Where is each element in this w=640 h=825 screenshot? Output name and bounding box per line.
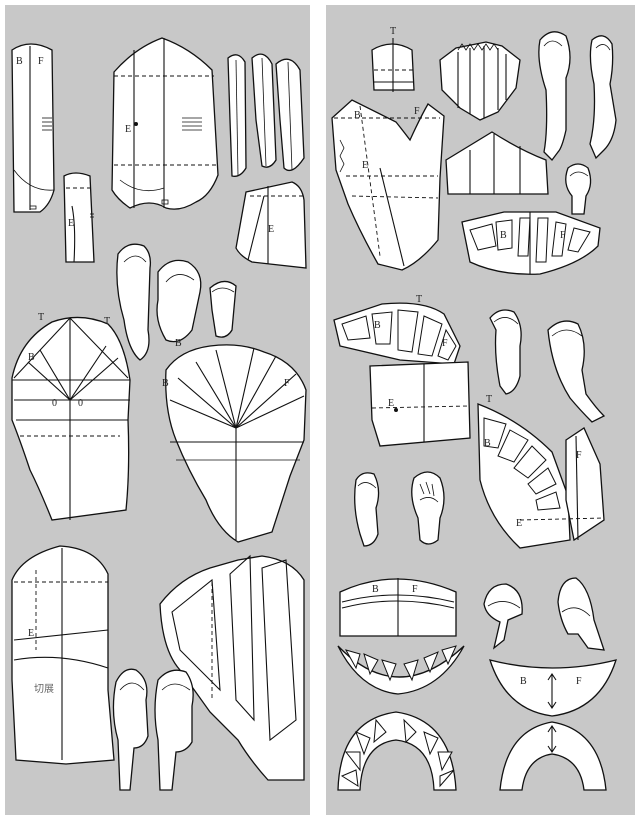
right-rect-mid-piece: E [369, 361, 471, 447]
left-sleeve-slash-piece: T T B 0 0 [11, 312, 131, 521]
right-arc-label-f: F [412, 584, 418, 595]
spread-sleeve-label-f: F [284, 378, 290, 389]
right-trapezoid-piece [445, 131, 549, 195]
sleeve-slash-label-o1: 0 [52, 398, 57, 409]
right-fan-label-b: B [484, 438, 491, 449]
right-top-sleeve-label-t: T [390, 26, 396, 37]
sleeve-slash-label-t1: T [38, 312, 44, 323]
right-small-sleeves-pair [354, 471, 445, 547]
left-right-bodice-piece: E [235, 181, 307, 269]
right-top-sleeve-cap: T [371, 26, 415, 92]
left-bottom-puff-sleeves [112, 668, 194, 791]
left-right-bodice-label-e: E [268, 224, 274, 235]
right-small-sleeve-bud [565, 163, 592, 215]
right-fan-right-piece: T B F E [477, 394, 605, 549]
bottom-left-label-e: E [28, 628, 34, 639]
left-front-bodice-piece: E [111, 37, 219, 210]
right-mid-sleeves [489, 309, 606, 423]
left-spread-sleeve-piece: B F [162, 344, 307, 543]
right-arc-label-b: B [372, 584, 379, 595]
left-narrow-bodice-piece: B F [11, 43, 55, 213]
right-bottom-sleeves [483, 577, 605, 651]
left-bottom-right-pieces [159, 554, 305, 781]
right-big-fan-piece: B F [461, 211, 601, 275]
right-wedge-label-b: B [374, 320, 381, 331]
right-bodice-label-e: E [362, 160, 368, 171]
right-spiked-arc-piece [337, 645, 465, 695]
left-narrow-label-f: F [38, 56, 44, 67]
right-arch-wedges-piece [337, 711, 457, 791]
left-front-bodice-label-e: E [125, 124, 131, 135]
left-narrow-label-b: B [16, 56, 23, 67]
right-tall-sleeves-top [538, 31, 617, 161]
left-thin-sleeve-pieces [227, 53, 305, 177]
right-fan-label-e: E [516, 518, 522, 529]
right-big-fan-label-f: F [560, 230, 566, 241]
left-strip-label-e: E [68, 218, 74, 229]
right-bottom-arch-piece [499, 721, 607, 791]
right-rect-label-e: E [388, 398, 394, 409]
right-big-fan-label-b: B [500, 230, 507, 241]
sleeve-slash-label-t2: T [104, 316, 110, 327]
right-wedge-mid-piece: T B F [333, 294, 461, 365]
sleeve-slash-label-o2: 0 [78, 398, 83, 409]
right-fan-label-f: F [576, 450, 582, 461]
right-crescent-label-f: F [576, 676, 582, 687]
left-bottom-sleeve-piece: E 切展 [11, 545, 115, 765]
right-bodice-label-f: F [414, 106, 420, 117]
sleeve-slash-label-b: B [28, 352, 35, 363]
right-wedge-label-f: F [442, 338, 448, 349]
spread-sleeve-label-b: B [162, 378, 169, 389]
right-crescent-label-b: B [520, 676, 527, 687]
right-bodice-piece: B F E [331, 99, 445, 271]
bottom-left-note: 切展 [34, 683, 54, 695]
right-wedge-label-t: T [416, 294, 422, 305]
right-bodice-label-b: B [354, 110, 361, 121]
right-arc-bottom-piece: B F [339, 578, 457, 637]
right-fan-label-t: T [486, 394, 492, 405]
right-crescent-piece: B F [489, 659, 617, 717]
right-zigzag-piece [439, 41, 521, 121]
left-small-strip-piece: E [63, 172, 95, 263]
left-puff-sleeves-mid: B [116, 243, 237, 361]
left-small-sleeve-label-b: B [175, 338, 182, 349]
